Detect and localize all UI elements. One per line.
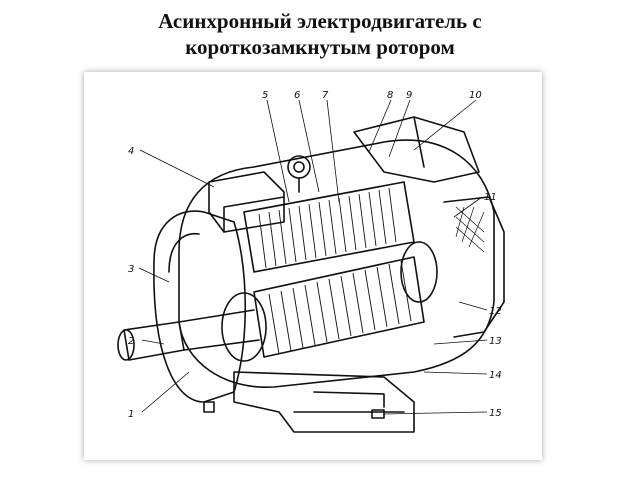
- motor-cutaway-figure: 1 2 3 4 5 6 7 8 9 10 11 12 13 14 15: [84, 72, 542, 460]
- title-line-2: короткозамкнутым ротором: [185, 35, 455, 59]
- title-line-1: Асинхронный электродвигатель с: [158, 9, 482, 33]
- callout-10: 10: [469, 90, 482, 101]
- housing: [178, 139, 495, 388]
- callout-5: 5: [262, 90, 268, 101]
- callout-14: 14: [489, 370, 502, 381]
- end-shield: [153, 210, 247, 403]
- rotor: [253, 256, 425, 358]
- callout-9: 9: [406, 90, 412, 101]
- callout-11: 11: [484, 192, 497, 203]
- callout-3: 3: [128, 264, 134, 275]
- callout-7: 7: [322, 90, 329, 101]
- callout-15: 15: [489, 408, 502, 419]
- callout-1: 1: [128, 409, 134, 420]
- base-foot: [233, 371, 415, 433]
- callout-8: 8: [387, 90, 393, 101]
- page-title: Асинхронный электродвигатель с короткоза…: [0, 8, 640, 60]
- terminal-box: [208, 171, 285, 233]
- callout-6: 6: [294, 90, 300, 101]
- motor-drawing: 1 2 3 4 5 6 7 8 9 10 11 12 13 14 15: [117, 90, 505, 433]
- callout-12: 12: [489, 306, 502, 317]
- lifting-eye: [287, 155, 311, 179]
- callout-2: 2: [128, 336, 134, 347]
- callout-4: 4: [128, 146, 134, 157]
- callout-13: 13: [489, 336, 502, 347]
- stator-core: [243, 181, 415, 273]
